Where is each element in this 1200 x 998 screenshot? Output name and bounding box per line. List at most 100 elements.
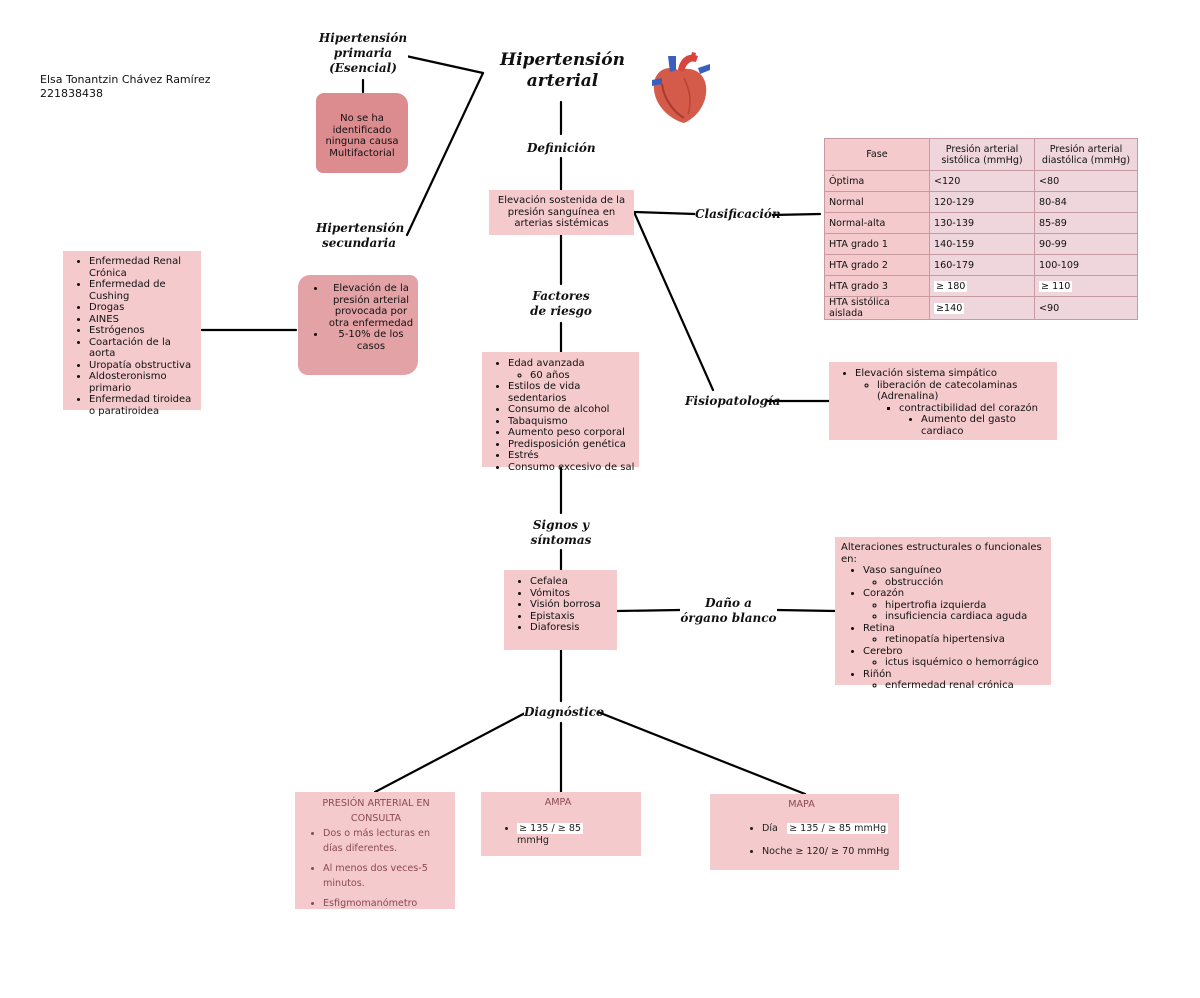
list-item: Dos o más lecturas en días diferentes. bbox=[323, 826, 451, 856]
table-cell: 130-139 bbox=[929, 212, 1035, 234]
list-item: Predisposición genética bbox=[508, 439, 639, 451]
list-item: Vómitos bbox=[530, 588, 617, 600]
list-item: Consumo de alcohol bbox=[508, 404, 639, 416]
label-factores: Factores de riesgo bbox=[524, 289, 598, 319]
heart-icon bbox=[652, 52, 710, 123]
list-item: hipertrofia izquierda bbox=[885, 600, 1047, 612]
author-id: 221838438 bbox=[40, 87, 103, 100]
list-item: Corazón hipertrofia izquierda insuficien… bbox=[863, 588, 1047, 623]
list-item: Drogas bbox=[89, 302, 199, 314]
list-item: Vaso sanguíneo obstrucción bbox=[863, 565, 1047, 588]
mapa-box: MAPA Día ≥ 135 / ≥ 85 mmHg Noche ≥ 120/ … bbox=[710, 794, 899, 870]
list-item: Elevación sistema simpático liberación d… bbox=[855, 368, 1053, 437]
value-chip: ≥ 180 bbox=[934, 280, 968, 292]
table-row: HTA grado 1 140-159 90-99 bbox=[824, 233, 1138, 255]
table-header-row: Fase Presión arterial sistólica (mmHg) P… bbox=[824, 138, 1138, 171]
ampa-value: ≥ 135 / ≥ 85 bbox=[517, 822, 584, 834]
list-item: Noche ≥ 120/ ≥ 70 mmHg bbox=[762, 844, 893, 859]
mapa-title: MAPA bbox=[788, 799, 815, 810]
author-name: Elsa Tonantzin Chávez Ramírez bbox=[40, 73, 211, 86]
list-item: liberación de catecolaminas (Adrenalina)… bbox=[877, 380, 1053, 438]
list-item: 60 años bbox=[530, 370, 639, 382]
table-cell: 80-84 bbox=[1034, 191, 1138, 213]
list-item: Aumento del gasto cardiaco bbox=[921, 414, 1053, 437]
organ-name: Vaso sanguíneo bbox=[863, 565, 942, 576]
table-cell: 160-179 bbox=[929, 254, 1035, 276]
list-item: Aumento peso corporal bbox=[508, 427, 639, 439]
table-row: HTA sistólica aislada ≥140 <90 bbox=[824, 296, 1138, 320]
table-cell: <120 bbox=[929, 170, 1035, 192]
fisio-text: contractibilidad del corazón bbox=[899, 402, 1039, 414]
mapa-dia-value: ≥ 135 / ≥ 85 mmHg bbox=[787, 822, 889, 834]
table-cell: Normal-alta bbox=[824, 212, 930, 234]
primaria-box: No se ha identificado ninguna causa Mult… bbox=[316, 93, 408, 173]
list-item: Esfigmomanómetro bbox=[323, 896, 451, 911]
factores-box: Edad avanzada 60 años Estilos de vida se… bbox=[482, 352, 639, 473]
dano-organo-box: Alteraciones estructurales o funcionales… bbox=[835, 537, 1051, 691]
table-row: Normal 120-129 80-84 bbox=[824, 191, 1138, 213]
table-cell: HTA grado 1 bbox=[824, 233, 930, 255]
list-item: insuficiencia cardiaca aguda bbox=[885, 611, 1047, 623]
dano-intro: Alteraciones estructurales o funcionales… bbox=[841, 542, 1042, 565]
table-cell: ≥ 110 bbox=[1034, 275, 1138, 297]
table-cell: HTA grado 2 bbox=[824, 254, 930, 276]
label-dano-organo: Daño a órgano blanco bbox=[680, 596, 777, 626]
list-item: Día ≥ 135 / ≥ 85 mmHg bbox=[762, 821, 893, 836]
table-row: HTA grado 2 160-179 100-109 bbox=[824, 254, 1138, 276]
table-cell: ≥140 bbox=[929, 296, 1035, 320]
table-cell: 120-129 bbox=[929, 191, 1035, 213]
organ-name: Corazón bbox=[863, 588, 905, 599]
secundaria-item: 5-10% de los casos bbox=[326, 329, 416, 352]
list-item: Enfermedad de Cushing bbox=[89, 279, 199, 302]
list-item: Aldosteronismo primario bbox=[89, 371, 199, 394]
page-title: Hipertensión arterial bbox=[500, 50, 625, 91]
consulta-title: PRESIÓN ARTERIAL EN CONSULTA bbox=[322, 798, 430, 824]
ampa-unit: mmHg bbox=[517, 834, 549, 846]
secundaria-box: Elevación de la presión arterial provoca… bbox=[298, 275, 418, 375]
label-diagnostico: Diagnóstico bbox=[524, 705, 605, 720]
table-header: Presión arterial diastólica (mmHg) bbox=[1034, 138, 1138, 171]
clasificacion-table: Fase Presión arterial sistólica (mmHg) P… bbox=[824, 138, 1138, 320]
signos-box: Cefalea Vómitos Visión borrosa Epistaxis… bbox=[504, 570, 617, 650]
list-item: Estrés bbox=[508, 450, 639, 462]
list-item: Consumo excesivo de sal bbox=[508, 462, 639, 474]
list-item: Al menos dos veces-5 minutos. bbox=[323, 861, 451, 891]
organ-name: Riñón bbox=[863, 668, 892, 680]
table-cell: Normal bbox=[824, 191, 930, 213]
table-cell: 85-89 bbox=[1034, 212, 1138, 234]
list-item: retinopatía hipertensiva bbox=[885, 634, 1047, 646]
list-item: Retina retinopatía hipertensiva bbox=[863, 623, 1047, 646]
fisio-text: Elevación sistema simpático bbox=[855, 368, 998, 379]
table-cell: ≥ 180 bbox=[929, 275, 1035, 297]
label-secundaria: Hipertensión secundaria bbox=[316, 221, 405, 251]
definicion-text: Elevación sostenida de la presión sanguí… bbox=[497, 195, 626, 229]
author-block: Elsa Tonantzin Chávez Ramírez 221838438 bbox=[40, 73, 211, 101]
factor-text: Edad avanzada bbox=[508, 358, 585, 369]
list-item: Uropatía obstructiva bbox=[89, 360, 199, 372]
list-item: obstrucción bbox=[885, 577, 1047, 589]
list-item: Coartación de la aorta bbox=[89, 337, 199, 360]
list-item: Epistaxis bbox=[530, 611, 617, 623]
ampa-title: AMPA bbox=[544, 797, 572, 808]
list-item: Cerebro ictus isquémico o hemorrágico bbox=[863, 646, 1047, 669]
table-cell: 100-109 bbox=[1034, 254, 1138, 276]
value-chip: ≥ 110 bbox=[1039, 280, 1073, 292]
label-fisiopatologia: Fisiopatología bbox=[685, 394, 781, 409]
list-item: Diaforesis bbox=[530, 622, 617, 634]
table-row: Normal-alta 130-139 85-89 bbox=[824, 212, 1138, 234]
list-item: ictus isquémico o hemorrágico bbox=[885, 657, 1047, 669]
organ-name: Retina bbox=[863, 622, 895, 634]
fisiopatologia-box: Elevación sistema simpático liberación d… bbox=[829, 362, 1057, 440]
secundaria-item: Elevación de la presión arterial provoca… bbox=[326, 283, 416, 329]
list-item: Edad avanzada 60 años bbox=[508, 358, 639, 381]
list-item: Riñón enfermedad renal crónica bbox=[863, 669, 1047, 692]
table-header: Fase bbox=[824, 138, 930, 171]
list-item: Tabaquismo bbox=[508, 416, 639, 428]
fisio-text: liberación de catecolaminas (Adrenalina) bbox=[877, 379, 1018, 403]
table-header: Presión arterial sistólica (mmHg) bbox=[929, 138, 1035, 171]
list-item: Cefalea bbox=[530, 576, 617, 588]
table-cell: 90-99 bbox=[1034, 233, 1138, 255]
table-row: HTA grado 3 ≥ 180 ≥ 110 bbox=[824, 275, 1138, 297]
table-cell: HTA grado 3 bbox=[824, 275, 930, 297]
